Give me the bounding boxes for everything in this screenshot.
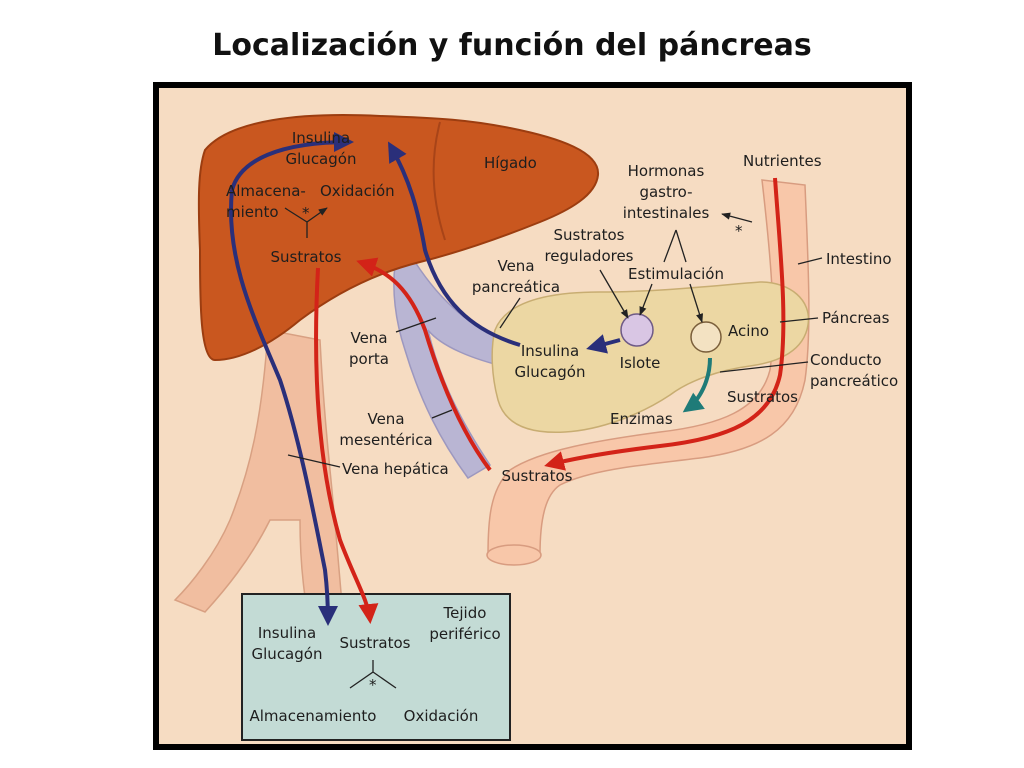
sustratos-reguladores-label-1: Sustratos [554, 226, 625, 244]
liver-insulina-label: Insulina [292, 129, 350, 147]
estimulacion-to-acino [689, 283, 704, 323]
vena-hepatica-pointer [287, 454, 341, 468]
vena-pancreatica-pointer [499, 297, 521, 329]
vena-pancreatica-label-1: Vena [497, 257, 534, 275]
pancreas-insulina-label: Insulina [521, 342, 579, 360]
acino-icon [690, 321, 722, 353]
conducto-pointer [719, 361, 809, 373]
liver [197, 114, 600, 362]
blue-arrow-islet [586, 334, 621, 354]
tejido-label-2: periférico [429, 625, 500, 643]
almacenamiento-label: Almacenamiento [250, 707, 377, 725]
red-arrow-liver-to-tissue [314, 267, 379, 624]
red-arrow-nutrients [544, 177, 786, 471]
liver-asterisk: * [302, 204, 310, 222]
islote-icon [620, 313, 654, 347]
tejido-label-1: Tejido [443, 604, 487, 622]
islote-label: Islote [620, 354, 661, 372]
oxidacion-label: Oxidación [404, 707, 479, 725]
estimulacion-lines [663, 229, 687, 263]
pancreas-label: Páncreas [822, 309, 890, 327]
gut-asterisk: * [735, 222, 743, 240]
vena-porta-pointer [395, 317, 437, 333]
blue-arrow-liver-to-tissue [229, 189, 338, 626]
enzimas-label: Enzimas [610, 410, 673, 428]
intestine-end [486, 544, 542, 566]
arrow-y-liver-heads [284, 208, 327, 210]
pancreas-glucagon-label: Glucagón [515, 363, 586, 381]
intestino-label: Intestino [826, 250, 892, 268]
acino-label: Acino [728, 322, 769, 340]
liver-almacena-label-1: Almacena- [226, 182, 306, 200]
page-title: Localización y función del páncreas [212, 28, 812, 63]
tissue-sustratos-label: Sustratos [340, 634, 411, 652]
liver-sustratos-label: Sustratos [271, 248, 342, 266]
arrow-y-tissue [349, 660, 397, 689]
estimulacion-label: Estimulación [628, 265, 724, 283]
tissue-glucagon-label: Glucagón [252, 645, 323, 663]
blue-arrow-liver-top [230, 132, 354, 191]
liver-almacena-label-2: miento [226, 203, 279, 221]
intestine-sustratos-label: Sustratos [727, 388, 798, 406]
teal-arrow-enzimas [682, 357, 712, 413]
nutrientes-label: Nutrientes [743, 152, 822, 170]
bottom-sustratos-label: Sustratos [502, 467, 573, 485]
vena-mesenterica-label-2: mesentérica [339, 431, 432, 449]
vena-porta-label-1: Vena [350, 329, 387, 347]
sustratos-reguladores-label-2: reguladores [544, 247, 633, 265]
liver-lobe-line [432, 121, 446, 241]
tissue-insulina-label: Insulina [258, 624, 316, 642]
hormonas-label-1: Hormonas [628, 162, 705, 180]
pancreas-pointer [779, 317, 819, 323]
red-arrow-portal-to-liver [356, 257, 492, 472]
estimulacion-to-islote [639, 283, 653, 316]
hormonas-label-3: intestinales [623, 204, 710, 222]
vena-porta-label-2: porta [349, 350, 389, 368]
hormonas-pointer [721, 212, 753, 223]
pancreas-organ [491, 281, 810, 434]
vena-hepatica-label: Vena hepática [342, 460, 449, 478]
intestino-pointer [797, 257, 823, 265]
vena-hepatica-vessel [173, 329, 346, 641]
vena-mesenterica-pointer [431, 409, 453, 419]
liver-glucagon-label: Glucagón [286, 150, 357, 168]
conducto-label-1: Conducto [810, 351, 882, 369]
conducto-label-2: pancreático [810, 372, 898, 390]
liver-oxidacion-label: Oxidación [320, 182, 395, 200]
vena-pancreatica-label-2: pancreática [472, 278, 560, 296]
hormonas-label-2: gastro- [639, 183, 692, 201]
higado-label: Hígado [484, 154, 537, 172]
tissue-asterisk: * [369, 676, 377, 694]
vena-mesenterica-label-1: Vena [367, 410, 404, 428]
blue-arrow-pancreas-to-liver [388, 141, 521, 347]
sustratos-reg-pointer [599, 269, 629, 319]
